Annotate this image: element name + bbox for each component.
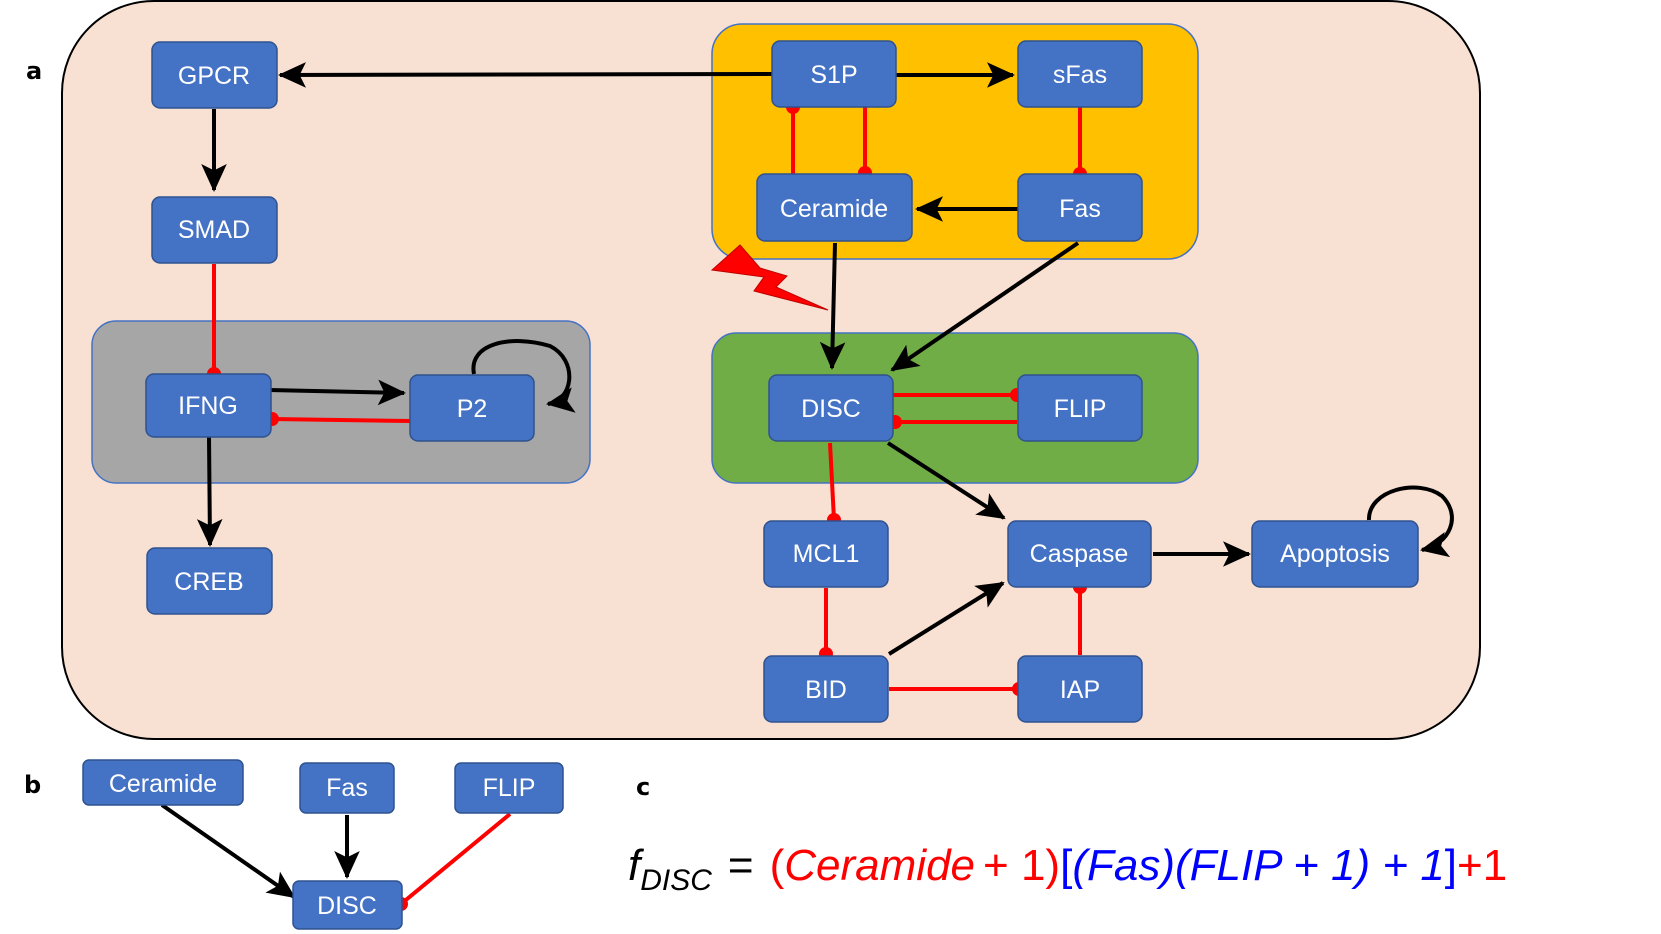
node-mcl1-label: MCL1 (793, 540, 860, 568)
node-bid-label: BID (805, 676, 847, 704)
node-p2: P2 (409, 374, 535, 442)
node-fas: Fas (1017, 173, 1143, 242)
node-iap: IAP (1017, 655, 1143, 723)
node-b-disc: DISC (292, 880, 403, 930)
node-gpcr-label: GPCR (178, 62, 250, 90)
node-caspase: Caspase (1007, 520, 1152, 588)
edge-bid-caspase (887, 581, 1005, 656)
formula-open-bracket: [ (1060, 841, 1072, 890)
node-b-ceramide-label: Ceramide (109, 770, 217, 798)
edge-disc-caspase (886, 441, 1006, 520)
formula-ceramide: Ceramide (784, 841, 975, 890)
edge-apoptosis-self-loop (1366, 485, 1454, 558)
node-disc-label: DISC (801, 395, 861, 423)
disc-update-formula: fDISC=(Ceramide+ 1)[(Fas)(FLIP + 1) + 1]… (628, 841, 1507, 897)
node-creb: CREB (146, 547, 273, 615)
panel-label-c: c (636, 773, 650, 801)
node-apoptosis: Apoptosis (1251, 520, 1419, 588)
formula-fas-group: (Fas) (1072, 841, 1175, 890)
node-b-fas: Fas (299, 762, 395, 814)
formula-open-paren: ( (770, 841, 785, 890)
node-ceramide-label: Ceramide (780, 195, 888, 223)
module-gray-ifng-p2 (91, 320, 591, 484)
panel-label-a: a (26, 57, 42, 85)
formula-close-paren: ) (1045, 841, 1060, 890)
edge-b-ceramide-disc (160, 803, 296, 899)
node-ifng-label: IFNG (178, 392, 238, 420)
formula-subscript: DISC (640, 864, 712, 897)
edge-ifng-p2 (268, 379, 406, 406)
formula-plus-one-b: +1 (1457, 841, 1507, 890)
edge-disc-mcl1-inhibition (828, 442, 836, 521)
formula-equals: = (728, 841, 754, 890)
node-fas-label: Fas (1059, 195, 1101, 223)
node-bid: BID (763, 655, 889, 723)
node-disc: DISC (768, 374, 894, 442)
node-flip: FLIP (1017, 374, 1143, 442)
formula-close-bracket: ] (1445, 841, 1457, 890)
node-b-ceramide: Ceramide (82, 759, 244, 806)
node-sfas: sFas (1017, 40, 1143, 108)
node-p2-label: P2 (457, 395, 488, 423)
node-mcl1: MCL1 (763, 520, 889, 588)
node-ifng: IFNG (145, 373, 272, 438)
node-creb-label: CREB (174, 568, 243, 596)
node-s1p: S1P (771, 40, 897, 108)
module-green-disc-flip (711, 332, 1199, 484)
node-iap-label: IAP (1060, 676, 1100, 704)
edge-b-flip-disc-inhibition (399, 812, 512, 906)
formula-plus-one-a: + 1 (983, 841, 1045, 890)
node-caspase-label: Caspase (1030, 540, 1129, 568)
node-apoptosis-label: Apoptosis (1280, 540, 1390, 568)
edge-ifng-creb (196, 436, 223, 547)
node-b-flip: FLIP (454, 762, 564, 814)
edge-p2-ifng-inhibition (271, 417, 411, 423)
node-sfas-label: sFas (1053, 61, 1107, 89)
edge-s1p-gpcr (278, 62, 773, 88)
node-flip-label: FLIP (1054, 395, 1107, 423)
node-b-fas-label: Fas (326, 774, 368, 802)
panel-label-b: b (24, 771, 41, 799)
formula-flip-group: (FLIP + 1) + 1 (1175, 841, 1445, 890)
lightning-bolt-icon (710, 244, 829, 311)
node-b-disc-label: DISC (317, 892, 377, 920)
node-b-flip-label: FLIP (483, 774, 536, 802)
node-s1p-label: S1P (810, 61, 857, 89)
node-smad-label: SMAD (178, 216, 250, 244)
edge-fas-disc (890, 241, 1080, 372)
node-smad: SMAD (151, 196, 278, 264)
edge-ceramide-disc (819, 242, 846, 370)
edge-p2-self-loop (471, 339, 576, 413)
node-gpcr: GPCR (151, 41, 278, 109)
node-ceramide: Ceramide (756, 173, 913, 242)
